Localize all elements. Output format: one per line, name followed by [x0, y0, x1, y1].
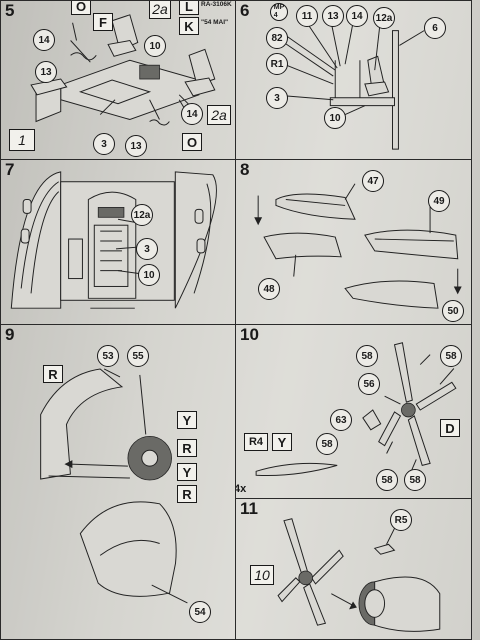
color-code-O: O	[71, 1, 91, 15]
multiplier-text: 4x	[235, 483, 247, 495]
part-label-2a: 2a	[149, 1, 171, 19]
step-6-panel: 6 MP 4 11 13 14 12a 6 82 R1 3 10	[235, 0, 472, 160]
part-callout: 12a	[373, 7, 395, 29]
part-callout: 11	[296, 5, 318, 27]
part-callout: 3	[266, 87, 288, 109]
color-code-R: R	[177, 439, 197, 457]
step-number: 11	[240, 499, 258, 518]
step-5-drawing	[30, 14, 216, 126]
part-callout: 63	[330, 409, 352, 431]
color-code-Y: Y	[177, 463, 197, 481]
step-8-drawing	[254, 183, 462, 309]
color-code-Y: Y	[272, 433, 292, 451]
step-11-drawing	[277, 518, 441, 632]
part-callout: R1	[266, 53, 288, 75]
color-code-K: K	[179, 17, 199, 35]
step-number: 7	[5, 160, 15, 179]
part-callout: 47	[362, 170, 384, 192]
part-callout: 3	[93, 133, 115, 155]
part-callout: 10	[324, 107, 346, 129]
step-10-panel: 10 58 58 56 63 D R4 Y 58 4x 58 58	[235, 324, 472, 499]
step-5-panel: 5 O F 2a	[0, 0, 236, 160]
step-9-drawing	[40, 368, 188, 604]
part-callout: 14	[346, 5, 368, 27]
part-callout: 53	[97, 345, 119, 367]
color-code-R: R	[43, 365, 63, 383]
part-label-2a: 2a	[207, 105, 231, 125]
part-callout: 54	[189, 601, 211, 623]
part-callout: 58	[316, 433, 338, 455]
step-8-panel: 8 47 49 48 50	[235, 159, 472, 325]
step-10-drawing	[255, 342, 457, 477]
color-code-O: O	[182, 133, 202, 151]
part-callout: MP 4	[270, 3, 288, 21]
part-callout: 13	[322, 5, 344, 27]
part-callout: 50	[442, 300, 464, 322]
color-code-D: D	[440, 419, 460, 437]
part-label-10: 10	[250, 565, 274, 585]
step-number: 10	[240, 325, 259, 344]
part-callout: 55	[127, 345, 149, 367]
part-callout: 10	[138, 264, 160, 286]
registration-text: RA-3106K	[201, 1, 232, 8]
part-callout: 10	[144, 35, 166, 57]
caption-text: "54 MAI"	[201, 19, 229, 26]
part-callout: 6	[424, 17, 446, 39]
step-number: 5	[5, 1, 15, 20]
part-callout: 58	[356, 345, 378, 367]
ref-callout-R5: R5	[390, 509, 412, 531]
part-callout: 56	[358, 373, 380, 395]
step-6-drawing	[275, 20, 425, 150]
part-callout: 58	[440, 345, 462, 367]
part-callout: 3	[136, 238, 158, 260]
ref-label-R4: R4	[244, 433, 268, 451]
part-callout: 58	[404, 469, 426, 491]
step-7-drawing	[10, 171, 217, 309]
step-7-panel: 7 12	[0, 159, 236, 325]
step-number: 8	[240, 160, 250, 179]
color-code-L: L	[179, 1, 199, 15]
step-9-panel: 9 R 53 55 Y R Y R 54	[0, 324, 236, 640]
part-callout: 82	[266, 27, 288, 49]
step-11-panel: 11 10 R5	[235, 498, 472, 640]
part-label-1: 1	[9, 129, 35, 151]
step-number: 6	[240, 1, 250, 20]
color-code-R: R	[177, 485, 197, 503]
color-code-Y: Y	[177, 411, 197, 429]
part-callout: 48	[258, 278, 280, 300]
part-callout: 49	[428, 190, 450, 212]
part-callout: 12a	[131, 204, 153, 226]
part-callout: 13	[125, 135, 147, 157]
step-number: 9	[5, 325, 15, 344]
part-callout: 13	[35, 61, 57, 83]
part-callout: 58	[376, 469, 398, 491]
part-callout: 14	[181, 103, 203, 125]
part-callout: 14	[33, 29, 55, 51]
color-code-F: F	[93, 13, 113, 31]
